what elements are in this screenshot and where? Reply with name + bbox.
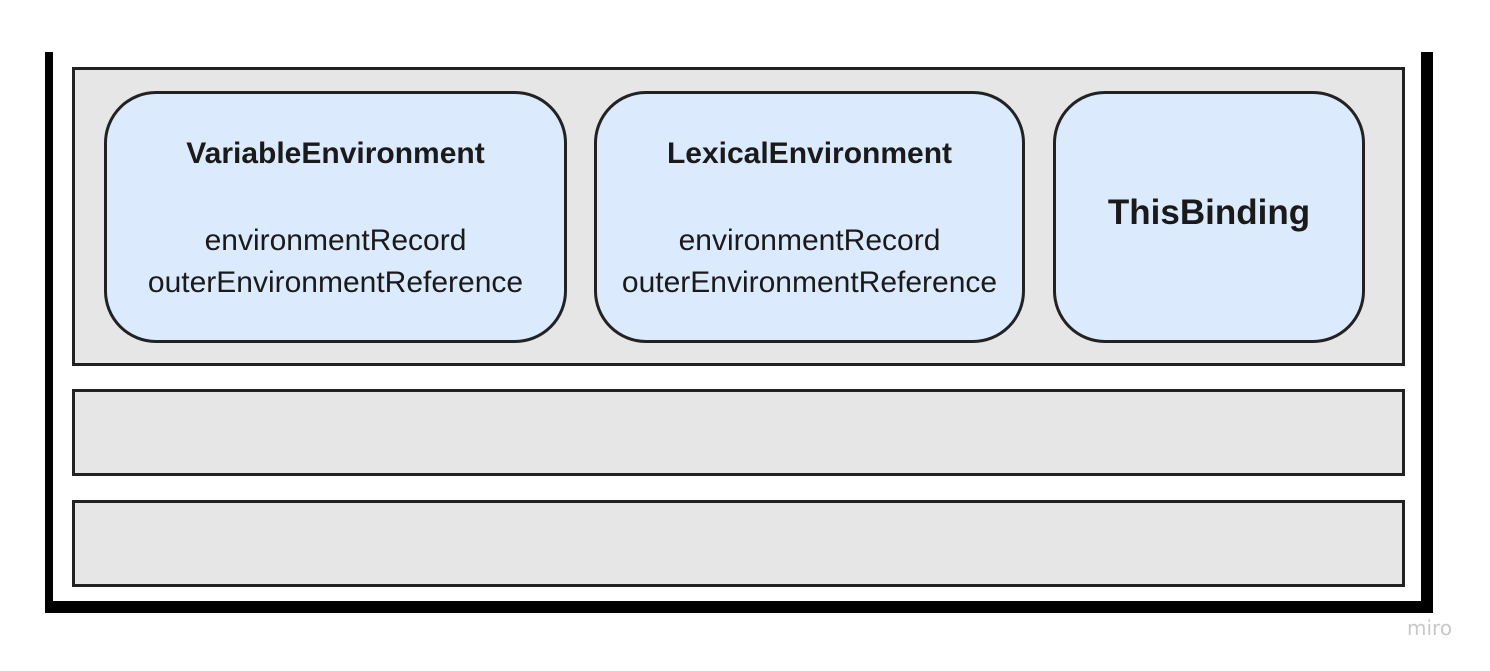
execution-context-bottom	[72, 500, 1405, 587]
this-binding-title: ThisBinding	[1107, 193, 1311, 232]
variable-environment-title: VariableEnvironment	[186, 137, 485, 170]
lexical-environment-box: LexicalEnvironment environmentRecord out…	[594, 91, 1025, 343]
variable-environment-record-field: environmentRecord	[204, 224, 467, 257]
miro-watermark: miro	[1407, 616, 1453, 640]
this-binding-box: ThisBinding	[1053, 91, 1365, 343]
lexical-environment-fields: environmentRecord outerEnvironmentRefere…	[622, 220, 997, 304]
lexical-outer-reference-field: outerEnvironmentReference	[621, 266, 998, 299]
variable-environment-box: VariableEnvironment environmentRecord ou…	[104, 91, 567, 343]
variable-outer-reference-field: outerEnvironmentReference	[147, 266, 524, 299]
lexical-environment-title: LexicalEnvironment	[666, 137, 953, 170]
variable-environment-fields: environmentRecord outerEnvironmentRefere…	[148, 220, 523, 304]
execution-context-middle	[72, 389, 1405, 476]
lexical-environment-record-field: environmentRecord	[678, 224, 941, 257]
